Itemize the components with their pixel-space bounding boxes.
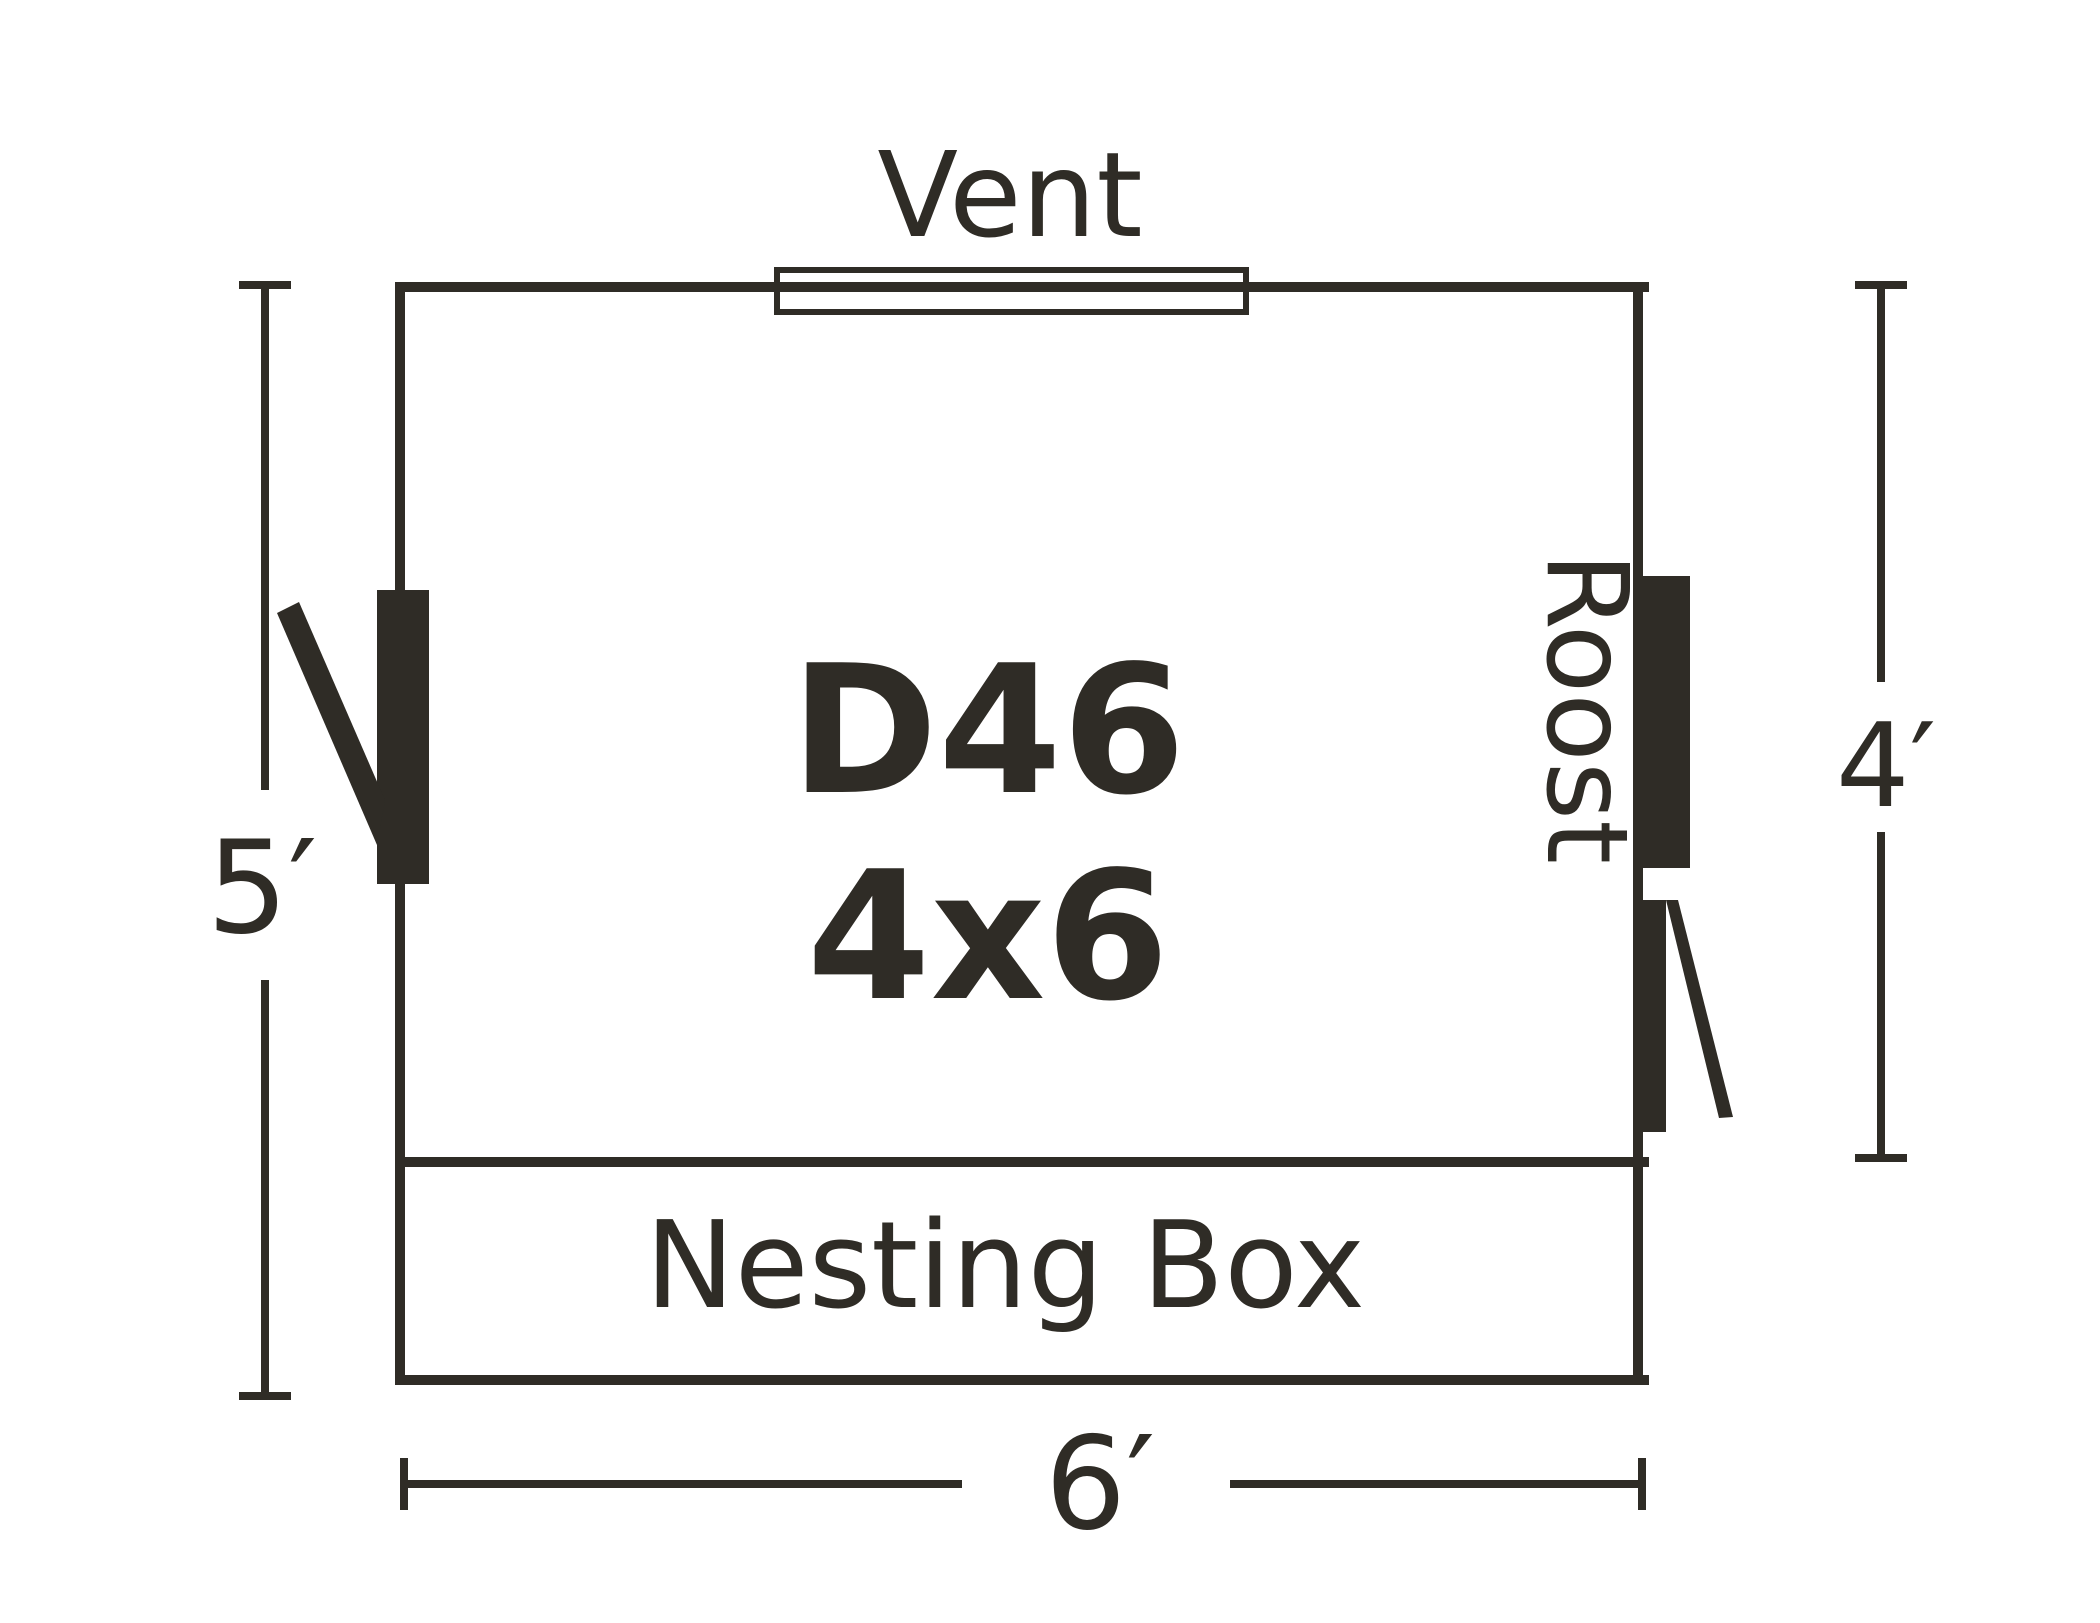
nesting-box-label: Nesting Box — [645, 1197, 1365, 1336]
left-dimension — [239, 281, 291, 1400]
bottom-dimension — [400, 1458, 1646, 1510]
bottom-dim-label: 6′ — [1045, 1410, 1156, 1559]
right-door — [1638, 576, 1733, 1132]
left-door-panel — [377, 590, 429, 884]
left-door — [277, 590, 429, 884]
roost-label: Roost — [1521, 552, 1651, 864]
vent-label: Vent — [877, 126, 1142, 264]
right-door-swing — [1666, 900, 1733, 1118]
right-dim-label: 4′ — [1836, 699, 1936, 834]
model-code: D46 — [790, 627, 1185, 834]
size-label: 4x6 — [807, 833, 1170, 1040]
left-dim-label: 5′ — [207, 814, 318, 963]
right-dimension — [1855, 281, 1907, 1162]
right-door-panel — [1638, 576, 1690, 868]
right-door-lower-panel — [1638, 900, 1666, 1132]
left-door-swing — [277, 602, 385, 845]
